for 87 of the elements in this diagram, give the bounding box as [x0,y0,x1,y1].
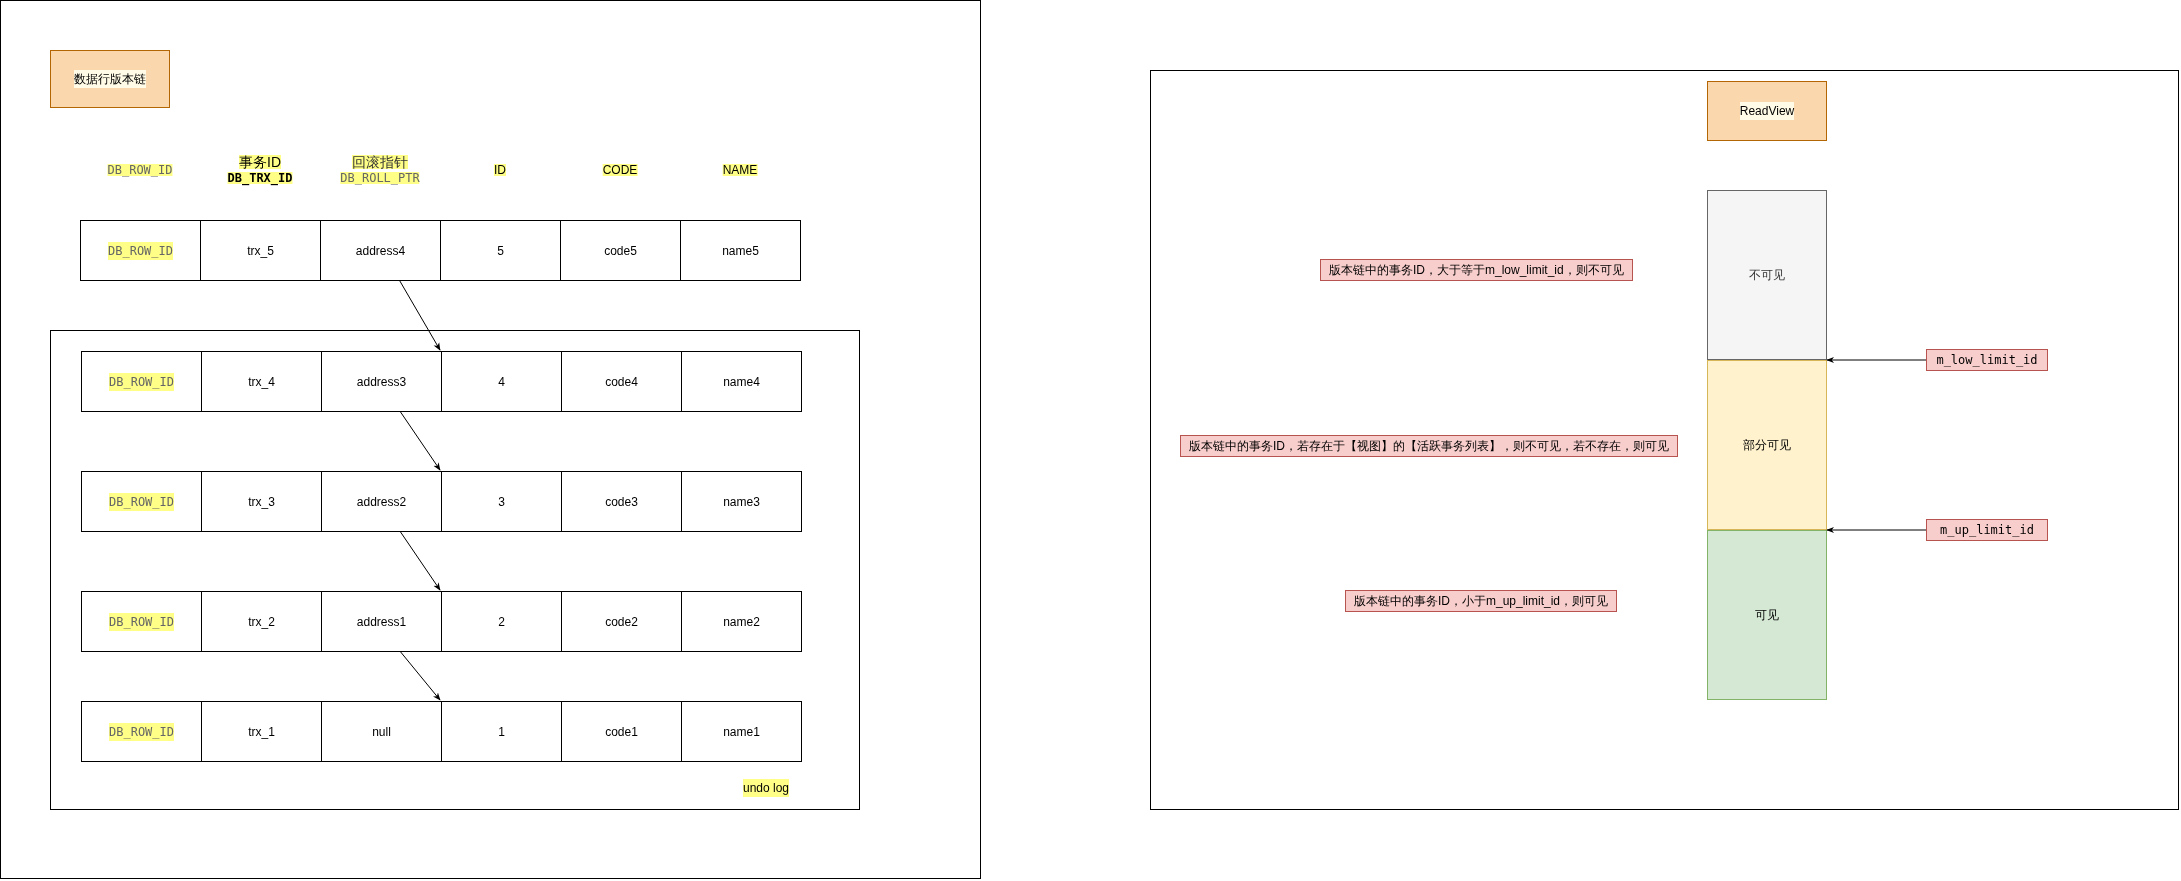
cell-text: DB_ROW_ID [108,241,173,260]
table-cell [681,591,802,652]
table-cell [321,701,442,762]
visibility-band: 部分可见 [1707,360,1827,530]
cell-text: name4 [723,373,760,391]
visibility-band: 不可见 [1707,190,1827,360]
cell-text: trx_1 [248,723,275,741]
column-header: ID [494,164,506,176]
table-cell [81,591,202,652]
cell-text: trx_3 [248,493,275,511]
table-cell [320,220,441,281]
cell-text: DB_ROW_ID [109,492,174,511]
column-header: DB_ROW_ID [107,164,173,176]
table-cell [561,591,682,652]
title-box [50,50,170,108]
table-cell [681,471,802,532]
cell-text: 3 [498,493,505,511]
table-cell [321,351,442,412]
table-cell [81,471,202,532]
table-cell [201,591,322,652]
arrow [1826,526,1927,534]
table-cell [201,471,322,532]
cell-text: code5 [604,242,637,260]
arrow [1826,356,1927,364]
cell-text: trx_5 [247,242,274,260]
table-cell [321,471,442,532]
cell-text: code4 [605,373,638,391]
arrow [399,280,441,351]
table-cell [560,220,681,281]
title-text: 数据行版本链 [74,70,146,88]
table-cell [80,220,201,281]
table-cell [561,701,682,762]
cell-text: code2 [605,613,638,631]
cell-text: 1 [498,723,505,741]
note-box: m_low_limit_id [1926,349,2048,371]
cell-text: code1 [605,723,638,741]
table-cell [441,701,562,762]
cell-text: address1 [356,613,407,631]
cell-text: name3 [723,493,760,511]
table-cell [321,591,442,652]
cell-text: 4 [498,373,505,391]
visibility-band: 可见 [1707,530,1827,700]
cell-text: address4 [355,242,406,260]
cell-text: DB_ROW_ID [109,722,174,741]
column-header: 事务ID [239,155,281,169]
table-cell [680,220,801,281]
cell-text: null [372,723,391,741]
undo-log-frame [50,330,860,810]
table-cell [441,591,562,652]
cell-text: DB_ROW_ID [109,372,174,391]
table-cell [561,471,682,532]
table-cell [440,220,561,281]
frame-title: undo log [742,779,789,797]
table-cell [81,701,202,762]
table-cell [200,220,321,281]
column-header: 回滚指针 [352,155,408,169]
cell-text: name5 [722,242,759,260]
cell-text: name1 [723,723,760,741]
arrow [399,650,441,701]
cell-text: code3 [605,493,638,511]
column-header: DB_TRX_ID [227,172,293,184]
cell-text: DB_ROW_ID [109,612,174,631]
note-box: 版本链中的事务ID，小于m_up_limit_id，则可见 [1345,590,1618,612]
cell-text: 2 [498,613,505,631]
table-cell [441,471,562,532]
table-cell [441,351,562,412]
arrow [399,410,441,471]
cell-text: trx_2 [248,613,275,631]
title-text: ReadView [1739,102,1795,120]
cell-text: trx_4 [248,373,275,391]
table-cell [81,351,202,412]
note-box: 版本链中的事务ID，若存在于【视图】的【活跃事务列表】，则不可见，若不存在，则可见 [1180,435,1678,457]
note-box: m_up_limit_id [1926,519,2048,541]
title-box [1707,81,1827,141]
table-cell [201,701,322,762]
cell-text: name2 [723,613,760,631]
column-header: CODE [602,164,638,176]
cell-text: address3 [356,373,407,391]
table-cell [561,351,682,412]
cell-text: address2 [356,493,407,511]
cell-text: 5 [497,242,504,260]
arrow [399,530,441,591]
table-cell [681,701,802,762]
table-cell [681,351,802,412]
table-cell [201,351,322,412]
column-header: NAME [722,164,758,176]
note-box: 版本链中的事务ID，大于等于m_low_limit_id，则不可见 [1320,259,1633,281]
